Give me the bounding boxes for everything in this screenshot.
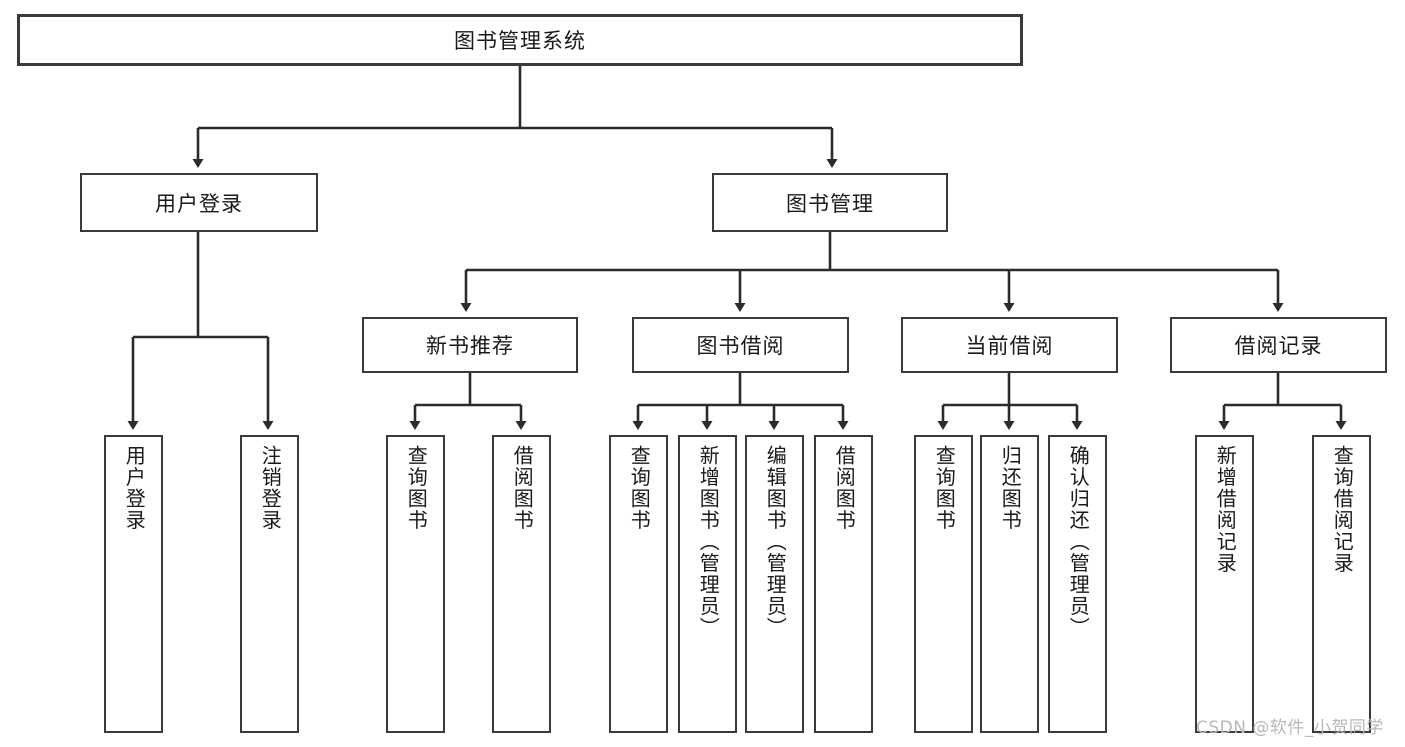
leaf-edit-book-label: 编辑图书（管理员）	[763, 445, 788, 639]
leaf-query-book-1[interactable]: 查询图书	[386, 435, 445, 733]
leaf-query-book-2-label: 查询图书	[627, 445, 652, 531]
leaf-add-record-label: 新增借阅记录	[1213, 445, 1238, 574]
leaf-query-record-label: 查询借阅记录	[1330, 445, 1355, 574]
leaf-return-book[interactable]: 归还图书	[980, 435, 1039, 733]
leaf-user-logout[interactable]: 注销登录	[240, 435, 299, 733]
leaf-query-book-3[interactable]: 查询图书	[914, 435, 973, 733]
leaf-query-book-3-label: 查询图书	[932, 445, 957, 531]
node-root-label: 图书管理系统	[454, 29, 586, 53]
leaf-add-book[interactable]: 新增图书（管理员）	[678, 435, 737, 733]
node-book-manage-label: 图书管理	[786, 191, 874, 216]
node-user-login-label: 用户登录	[155, 191, 243, 216]
leaf-user-logout-label: 注销登录	[258, 445, 283, 531]
node-current-borrow[interactable]: 当前借阅	[901, 317, 1118, 373]
node-user-login[interactable]: 用户登录	[80, 173, 318, 232]
node-book-manage[interactable]: 图书管理	[712, 173, 948, 232]
node-book-borrow-label: 图书借阅	[696, 334, 785, 358]
leaf-borrow-book-2-label: 借阅图书	[832, 445, 857, 531]
node-new-book-recommend[interactable]: 新书推荐	[362, 317, 578, 373]
node-borrow-record[interactable]: 借阅记录	[1170, 317, 1387, 373]
node-current-borrow-label: 当前借阅	[965, 334, 1054, 358]
leaf-borrow-book-2[interactable]: 借阅图书	[814, 435, 873, 733]
leaf-borrow-book-1-label: 借阅图书	[510, 445, 535, 531]
leaf-borrow-book-1[interactable]: 借阅图书	[492, 435, 551, 733]
leaf-query-record[interactable]: 查询借阅记录	[1312, 435, 1371, 733]
csdn-watermark: CSDN @软件_小贺同学	[1196, 718, 1384, 738]
leaf-query-book-2[interactable]: 查询图书	[609, 435, 668, 733]
leaf-add-book-label: 新增图书（管理员）	[696, 445, 721, 639]
leaf-query-book-1-label: 查询图书	[404, 445, 429, 531]
leaf-user-login-label: 用户登录	[122, 445, 147, 531]
node-new-book-recommend-label: 新书推荐	[426, 334, 514, 358]
leaf-edit-book[interactable]: 编辑图书（管理员）	[745, 435, 804, 733]
leaf-add-record[interactable]: 新增借阅记录	[1195, 435, 1254, 733]
leaf-confirm-return[interactable]: 确认归还（管理员）	[1048, 435, 1107, 733]
leaf-return-book-label: 归还图书	[998, 445, 1023, 531]
node-root[interactable]: 图书管理系统	[17, 14, 1023, 66]
node-book-borrow[interactable]: 图书借阅	[632, 317, 849, 373]
node-borrow-record-label: 借阅记录	[1234, 334, 1323, 358]
leaf-confirm-return-label: 确认归还（管理员）	[1066, 445, 1091, 639]
leaf-user-login[interactable]: 用户登录	[104, 435, 163, 733]
